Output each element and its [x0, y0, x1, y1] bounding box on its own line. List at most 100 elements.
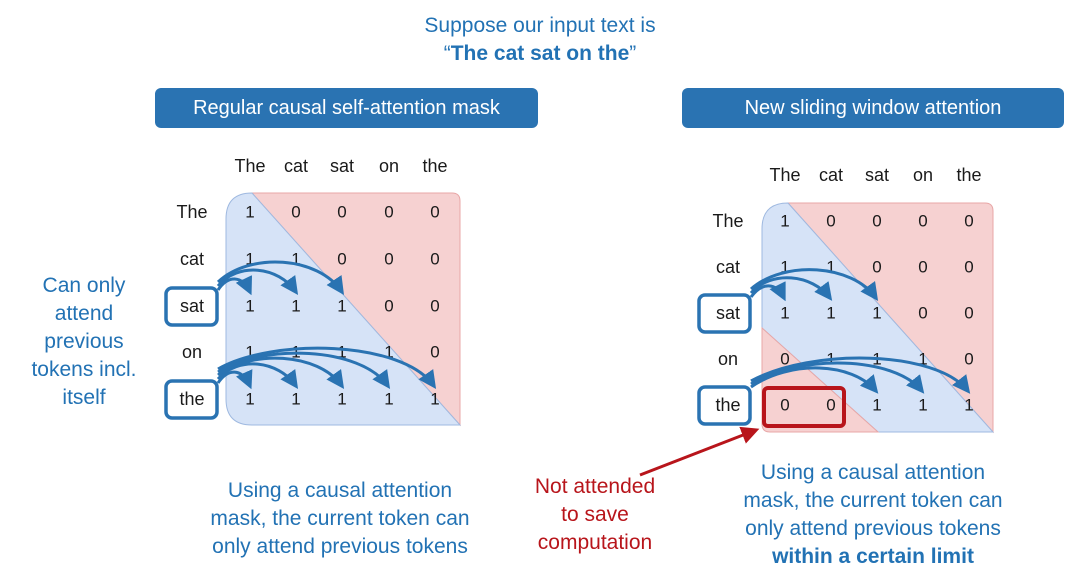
matrix-cell: 0	[430, 250, 439, 269]
matrix-cell: 0	[872, 212, 881, 231]
matrix-cell: 1	[245, 203, 254, 222]
row-header: The	[176, 202, 207, 222]
matrix-cell: 1	[245, 250, 254, 269]
not-attended-note: Not attended to save computation	[512, 473, 678, 557]
matrix-cell: 1	[780, 258, 789, 277]
arrow	[749, 281, 786, 302]
row-header: cat	[716, 257, 740, 277]
not-attended-arrow	[639, 426, 760, 477]
matrix-cell: 0	[384, 203, 393, 222]
left-matrix: The cat sat on the The cat sat on the 1 0 0 0 0 1 1 0 0 0…	[164, 156, 462, 427]
right-arrows	[749, 268, 971, 394]
caption-line: Using a causal attention	[227, 479, 453, 502]
row-header: on	[718, 349, 738, 369]
matrix-cell: 0	[918, 212, 927, 231]
matrix-cell: 1	[430, 390, 439, 409]
left-panel-title: Regular causal self-attention mask	[155, 88, 538, 128]
side-note-line: Can only	[42, 274, 126, 297]
left-arrows	[216, 260, 437, 390]
matrix-cell: 1	[337, 390, 346, 409]
column-header: cat	[284, 156, 308, 176]
column-header: on	[913, 165, 933, 185]
right-the-highlight	[697, 385, 752, 426]
left-row-headers: The cat sat on the	[176, 202, 207, 409]
arrow	[217, 351, 391, 389]
caption-bold-line: within a certain limit	[772, 545, 974, 568]
matrix-cell: 1	[291, 250, 300, 269]
matrix-cell: 1	[337, 297, 346, 316]
matrix-cell: 1	[245, 390, 254, 409]
matrix-cell: 0	[430, 203, 439, 222]
caption-line: only attend previous tokens	[212, 535, 468, 558]
column-header: sat	[865, 165, 889, 185]
caption-line: mask, the current token can	[210, 507, 470, 530]
matrix-cell: 1	[780, 212, 789, 231]
matrix-cell: 1	[245, 297, 254, 316]
caption-line: only attend previous tokens	[745, 517, 1001, 540]
caption-line: Using a causal attention	[760, 461, 986, 484]
header-line-1: Suppose our input text is	[424, 14, 656, 37]
row-header: on	[182, 342, 202, 362]
matrix-cell: 1	[964, 396, 973, 415]
left-side-note: Can only attend previous tokens incl. it…	[18, 272, 150, 412]
row-header: The	[712, 211, 743, 231]
matrix-cell: 1	[337, 343, 346, 362]
left-attended-region	[225, 192, 462, 426]
arrow	[216, 260, 345, 295]
column-header: on	[379, 156, 399, 176]
matrix-cell: 0	[337, 203, 346, 222]
right-masked-lower-region	[761, 326, 880, 433]
matrix-cell: 1	[384, 343, 393, 362]
matrix-cell: 1	[872, 304, 881, 323]
matrix-cell: 0	[964, 212, 973, 231]
matrix-cell: 0	[780, 396, 789, 415]
matrix-cell: 0	[384, 250, 393, 269]
side-note-line: previous	[44, 330, 124, 353]
left-caption: Using a causal attention mask, the curre…	[180, 477, 500, 561]
arrow	[749, 276, 833, 301]
column-header: the	[956, 165, 981, 185]
open-quote: “	[443, 42, 451, 65]
note-line: computation	[537, 531, 653, 554]
arrow	[216, 369, 253, 390]
side-note-line: tokens incl.	[31, 358, 137, 381]
header-phrase: The cat sat on the	[450, 42, 630, 65]
arrow	[217, 356, 345, 389]
matrix-cell: 0	[872, 258, 881, 277]
arrow	[750, 356, 971, 394]
matrix-cell: 0	[780, 350, 789, 369]
matrix-cell: 1	[780, 304, 789, 323]
side-note-line: attend	[54, 302, 114, 325]
matrix-cell: 1	[384, 390, 393, 409]
matrix-cell: 1	[872, 396, 881, 415]
row-header: the	[179, 389, 204, 409]
row-header: cat	[180, 249, 204, 269]
matrix-cell: 0	[918, 304, 927, 323]
matrix-cell: 0	[291, 203, 300, 222]
matrix-cell: 1	[291, 390, 300, 409]
not-attended-highlight	[762, 386, 846, 428]
side-note-line: itself	[62, 386, 106, 409]
column-header: sat	[330, 156, 354, 176]
column-header: the	[422, 156, 447, 176]
matrix-cell: 0	[384, 297, 393, 316]
matrix-cell: 1	[826, 304, 835, 323]
arrow	[217, 346, 437, 389]
matrix-cell: 1	[826, 258, 835, 277]
matrix-cell: 0	[430, 297, 439, 316]
matrix-cell: 0	[826, 212, 835, 231]
right-panel-title: New sliding window attention	[682, 88, 1064, 128]
caption-line: mask, the current token can	[743, 489, 1003, 512]
matrix-cell: 1	[291, 297, 300, 316]
close-quote: ”	[629, 42, 637, 65]
row-header: sat	[180, 296, 204, 316]
matrix-cell: 1	[245, 343, 254, 362]
row-header: sat	[716, 303, 740, 323]
note-line: to save	[561, 503, 629, 526]
arrow	[216, 275, 253, 296]
